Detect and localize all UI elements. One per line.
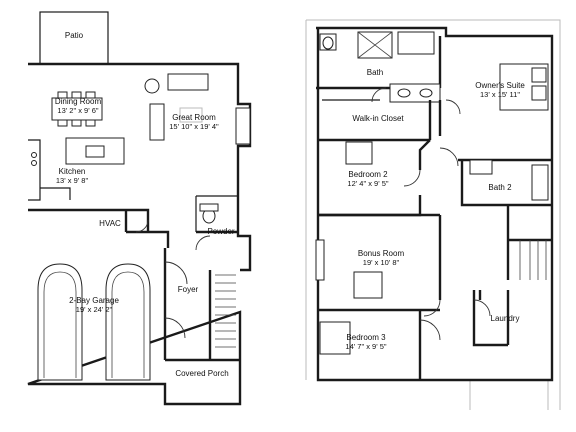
- kitchen-size: 13' x 9' 8": [56, 176, 89, 185]
- bathtub-icon: [531, 164, 549, 201]
- bedroom-3-size: 14' 7" x 9' 5": [345, 342, 386, 351]
- second-floor-plan: [305, 19, 561, 410]
- covered-porch-label: Covered Porch: [175, 369, 228, 378]
- bonus-room-label: Bonus Room: [358, 249, 405, 258]
- bed-icon: [345, 141, 373, 165]
- bedroom-2-size: 12' 4" x 9' 5": [347, 179, 388, 188]
- first-floor-plan: [27, 11, 252, 406]
- sofa-icon: [167, 73, 209, 91]
- great-room-label: Great Room: [172, 113, 216, 122]
- bedroom-3-label: Bedroom 3: [346, 333, 386, 342]
- dining-room-label: Dining Room: [55, 97, 102, 106]
- toilet-icon: [322, 36, 334, 50]
- room-labels: Patio Dining Room 13' 2" x 9' 6" Great R…: [55, 31, 525, 378]
- stairs-icon: [519, 240, 547, 280]
- patio-label: Patio: [65, 31, 84, 40]
- walk-in-closet-label: Walk-in Closet: [352, 114, 404, 123]
- garage-size: 19' x 24' 2": [76, 305, 113, 314]
- bedroom-2-label: Bedroom 2: [348, 170, 388, 179]
- car-icon: [105, 263, 151, 381]
- hvac-label: HVAC: [99, 219, 121, 228]
- fireplace-icon: [235, 107, 251, 145]
- great-room-size: 15' 10" x 19' 4": [169, 122, 219, 131]
- powder-label: Powder: [207, 227, 234, 236]
- stairs-icon: [215, 274, 236, 348]
- dining-room-size: 13' 2" x 9' 6": [57, 106, 98, 115]
- owners-suite-label: Owner's Suite: [475, 81, 525, 90]
- second-floor-exterior-wall: [316, 26, 554, 382]
- laundry-label: Laundry: [491, 314, 520, 323]
- kitchen-label: Kitchen: [59, 167, 86, 176]
- foyer-label: Foyer: [178, 285, 199, 294]
- bonus-room-size: 19' x 10' 8": [363, 258, 400, 267]
- bed-icon: [319, 321, 351, 355]
- garage-label: 2-Bay Garage: [69, 296, 119, 305]
- car-icon: [37, 263, 83, 381]
- bath-2-label: Bath 2: [488, 183, 512, 192]
- owners-suite-size: 13' x 15' 11": [480, 90, 520, 99]
- bath-label: Bath: [367, 68, 383, 77]
